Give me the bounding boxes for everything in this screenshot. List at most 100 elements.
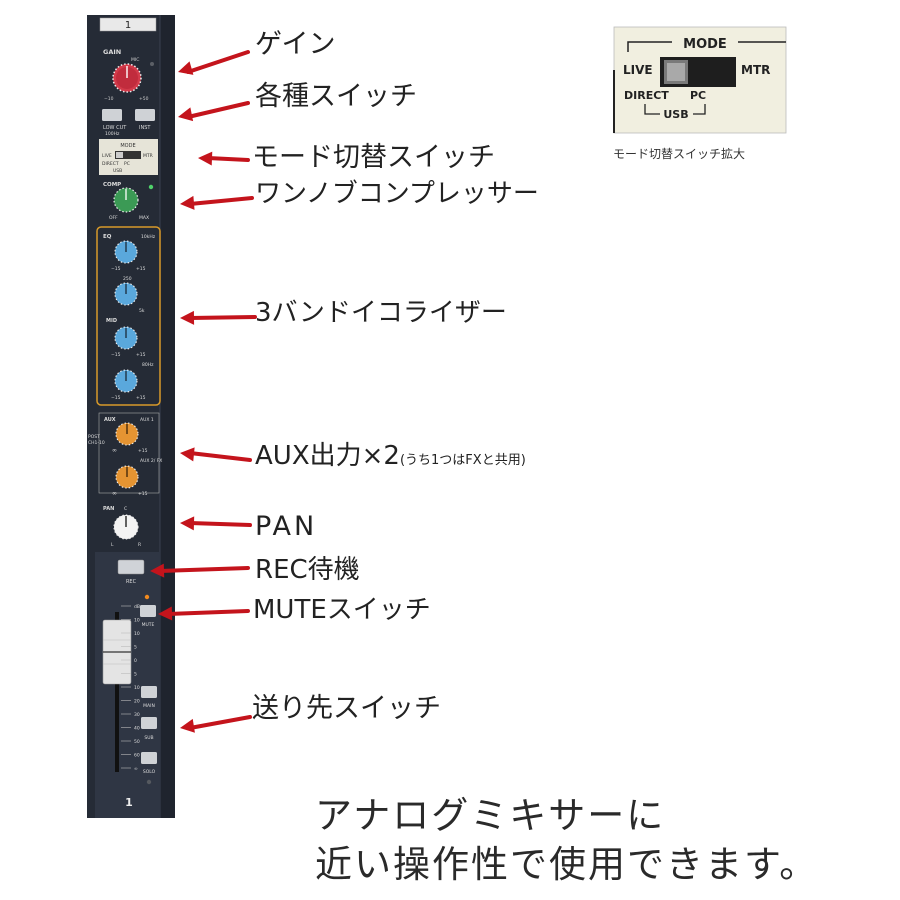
fader-scale-label: dB (134, 604, 140, 610)
eq-plus-2: +15 (136, 352, 146, 358)
solo-button[interactable] (141, 752, 157, 764)
callout-pan: PAN (255, 511, 318, 542)
main-label: MAIN (143, 703, 155, 709)
callout-arrow-head (180, 447, 195, 462)
fader-scale-label: 10 (134, 618, 140, 624)
rec-label: REC (126, 579, 137, 585)
mode-direct: DIRECT (102, 161, 119, 167)
mute-button[interactable] (140, 605, 156, 617)
fader-scale-label: 60 (134, 753, 140, 759)
callout-arrow-line (188, 715, 252, 730)
adjacent-strip-edge (160, 15, 175, 818)
main-button[interactable] (141, 686, 157, 698)
pan-left: L (111, 542, 114, 548)
callout-gain: ゲイン (255, 29, 336, 60)
eq-low-freq: 80Hz (142, 362, 154, 368)
sub-button[interactable] (141, 717, 157, 729)
callout-aux-main: AUX出力×2 (255, 441, 400, 471)
callout-rec: REC待機 (255, 555, 360, 585)
eq-section-border (96, 226, 161, 406)
comp-max: MAX (139, 215, 149, 221)
inst-button[interactable] (135, 109, 155, 121)
comp-off: OFF (109, 215, 118, 221)
callout-mute: MUTEスイッチ (253, 595, 431, 625)
fader-scale-label: 20 (134, 699, 140, 705)
rec-button[interactable] (117, 559, 145, 575)
callout-comp: ワンノブコンプレッサー (255, 179, 539, 209)
peak-led (150, 62, 154, 66)
eq-mid-label: MID (106, 318, 117, 324)
callout-arrow-head (180, 516, 195, 531)
fader-scale-label: 0 (134, 658, 137, 664)
comp-led (148, 184, 154, 190)
fader-scale-label: 10 (134, 685, 140, 691)
eq-minus-3: −15 (111, 395, 121, 401)
callout-mode: モード切替スイッチ (252, 142, 495, 173)
aux2-inf: ∞ (112, 490, 117, 497)
aux1-label: AUX 1 (140, 417, 154, 423)
low-cut-button[interactable] (102, 109, 122, 121)
pan-right: R (138, 542, 141, 548)
channel-number-box (99, 17, 157, 32)
mode-title: MODE (120, 143, 135, 149)
callout-arrow-head (158, 606, 173, 621)
eq-high-freq: 10kHz (141, 234, 156, 240)
aux-post: POST (88, 434, 100, 440)
eq-minus-2: −15 (111, 352, 121, 358)
fader-scale-label: 30 (134, 712, 140, 718)
callout-arrow-line (186, 101, 250, 119)
mode-mtr: MTR (143, 153, 153, 159)
fader-scale-label: 40 (134, 726, 140, 732)
footer-line-1: アナログミキサーに (315, 794, 666, 837)
inset-mtr: MTR (741, 63, 770, 77)
inset-live: LIVE (623, 63, 653, 77)
rec-led (144, 594, 150, 600)
callout-arrow-head (180, 195, 195, 210)
callout-switches: 各種スイッチ (255, 81, 417, 112)
low-cut-freq: 100Hz (105, 131, 120, 137)
aux-bracket (98, 412, 160, 494)
eq-minus-1: −15 (111, 266, 121, 272)
inset-title: MODE (683, 37, 727, 52)
callout-arrow-head (198, 151, 213, 166)
comp-label: COMP (103, 182, 121, 188)
gain-scale-right: +50 (139, 96, 149, 102)
callout-arrow-line (166, 609, 250, 616)
fader-scale-label: ∞ (134, 767, 138, 772)
eq-plus-1: +15 (136, 266, 146, 272)
pan-label: PAN (103, 506, 114, 512)
solo-led (146, 779, 152, 785)
eq-plus-3: +15 (136, 395, 146, 401)
fader-scale-label: 50 (134, 739, 140, 745)
callout-arrow-head (178, 107, 194, 122)
aux1-inf: ∞ (112, 447, 117, 454)
aux-ch-range: CH1-10 (88, 440, 105, 446)
sub-label: SUB (144, 735, 153, 741)
eq-mid-freq-high: 5k (139, 308, 145, 314)
callout-arrow-line (188, 451, 252, 462)
callout-arrow-line (188, 315, 257, 320)
aux1-plus: +15 (138, 448, 148, 454)
mute-label: MUTE (142, 622, 155, 628)
inset-pc: PC (690, 89, 706, 102)
fader-track (115, 612, 119, 772)
fader-scale-label: 5 (134, 645, 137, 651)
callout-arrow-head (180, 718, 195, 733)
callout-arrow-head (178, 61, 194, 75)
fader-scale-label: 10 (134, 631, 140, 637)
callout-arrow-line (186, 50, 250, 74)
mode-switch[interactable] (115, 151, 141, 159)
aux2-label: AUX 2/ FX (140, 458, 162, 464)
mode-live: LIVE (102, 153, 112, 159)
gain-scale-left: −10 (104, 96, 114, 102)
channel-bottom-number: 1 (125, 796, 133, 809)
callout-arrow-line (188, 196, 254, 206)
gain-label: GAIN (103, 48, 121, 56)
mode-usb: USB (113, 168, 122, 174)
callout-arrow-head (150, 563, 165, 578)
callout-aux: AUX出力×2(うち1つはFXと共用) (255, 443, 526, 469)
callout-arrow-line (206, 156, 250, 162)
gain-mic: MIC (131, 57, 139, 63)
